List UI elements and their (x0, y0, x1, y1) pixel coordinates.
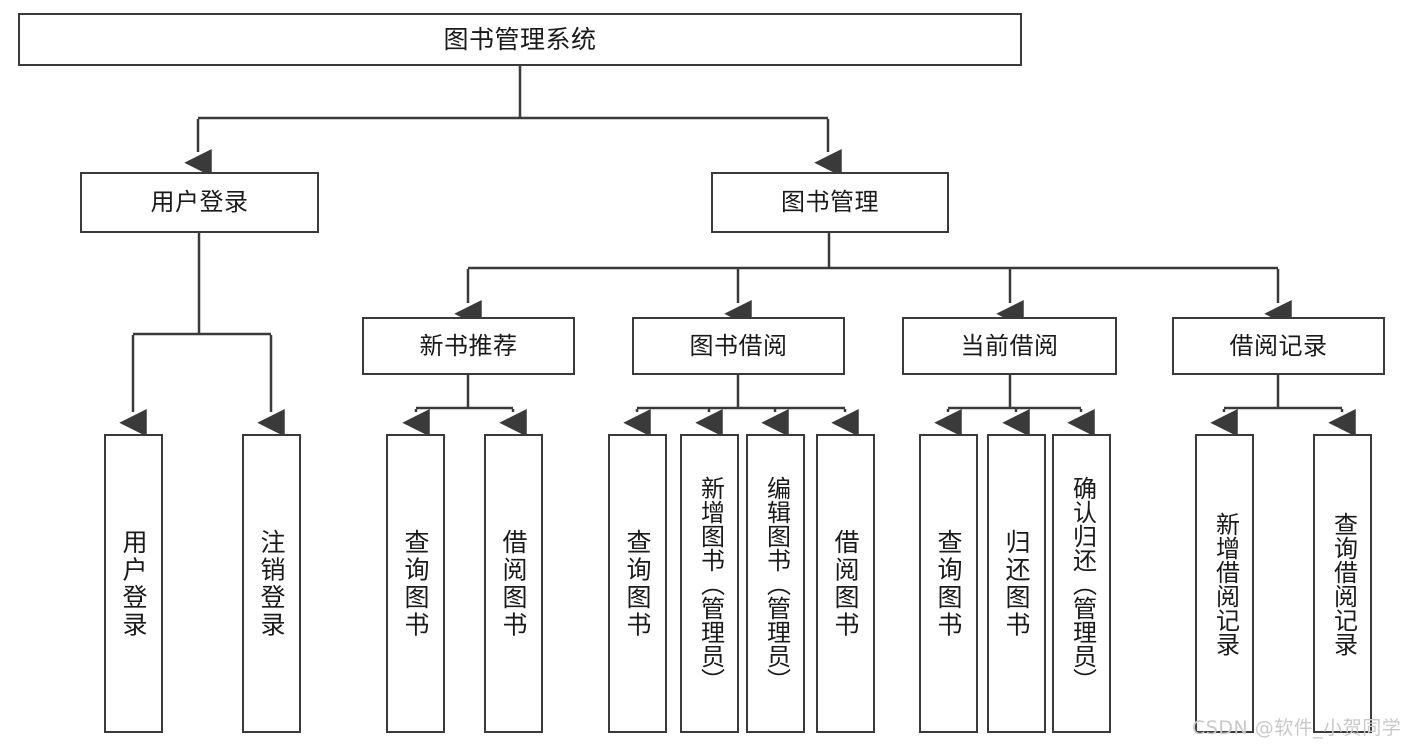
node-book-borrow[interactable]: 图书借阅 (632, 317, 845, 375)
leaf-add-borrow-record-label: 新增借阅记录 (1211, 511, 1240, 656)
node-book-management[interactable]: 图书管理 (711, 172, 949, 233)
leaf-query-book-1-label: 查询图书 (401, 528, 430, 639)
node-root-label: 图书管理系统 (443, 24, 597, 54)
leaf-edit-book-admin-label: 编辑图书（管理员） (762, 475, 791, 692)
watermark: CSDN @软件_小贺同学 (1192, 717, 1402, 739)
leaf-edit-book-admin[interactable]: 编辑图书（管理员） (746, 434, 805, 733)
node-current-borrow-label: 当前借阅 (960, 331, 1059, 360)
leaf-query-borrow-record[interactable]: 查询借阅记录 (1313, 434, 1372, 733)
leaf-query-book-2[interactable]: 查询图书 (608, 434, 667, 733)
leaf-borrow-book-1[interactable]: 借阅图书 (484, 434, 543, 733)
leaf-borrow-book-2[interactable]: 借阅图书 (816, 434, 875, 733)
leaf-user-login-label: 用户登录 (119, 528, 148, 639)
node-new-book-recommend-label: 新书推荐 (419, 331, 518, 360)
leaf-add-book-admin[interactable]: 新增图书（管理员） (680, 434, 739, 733)
leaf-borrow-book-1-label: 借阅图书 (499, 528, 528, 639)
node-new-book-recommend[interactable]: 新书推荐 (362, 317, 575, 375)
leaf-logout-label: 注销登录 (257, 528, 286, 639)
node-borrow-record-label: 借阅记录 (1229, 331, 1328, 360)
leaf-return-book-label: 归还图书 (1002, 528, 1031, 639)
leaf-query-borrow-record-label: 查询借阅记录 (1329, 511, 1358, 656)
node-user-login-label: 用户登录 (150, 188, 249, 217)
leaf-query-book-3[interactable]: 查询图书 (919, 434, 978, 733)
node-root[interactable]: 图书管理系统 (18, 13, 1022, 66)
leaf-user-login[interactable]: 用户登录 (104, 434, 163, 733)
leaf-confirm-return-admin-label: 确认归还（管理员） (1068, 475, 1097, 692)
node-book-management-label: 图书管理 (781, 188, 879, 217)
node-user-login[interactable]: 用户登录 (80, 172, 319, 233)
leaf-confirm-return-admin[interactable]: 确认归还（管理员） (1052, 434, 1111, 733)
leaf-query-book-1[interactable]: 查询图书 (386, 434, 445, 733)
node-current-borrow[interactable]: 当前借阅 (902, 317, 1117, 375)
leaf-add-book-admin-label: 新增图书（管理员） (696, 475, 725, 692)
leaf-add-borrow-record[interactable]: 新增借阅记录 (1195, 434, 1254, 733)
node-book-borrow-label: 图书借阅 (689, 331, 788, 360)
leaf-borrow-book-2-label: 借阅图书 (831, 528, 860, 639)
leaf-logout[interactable]: 注销登录 (242, 434, 301, 733)
node-borrow-record[interactable]: 借阅记录 (1172, 317, 1385, 375)
leaf-query-book-2-label: 查询图书 (623, 528, 652, 639)
leaf-return-book[interactable]: 归还图书 (987, 434, 1046, 733)
leaf-query-book-3-label: 查询图书 (934, 528, 963, 639)
